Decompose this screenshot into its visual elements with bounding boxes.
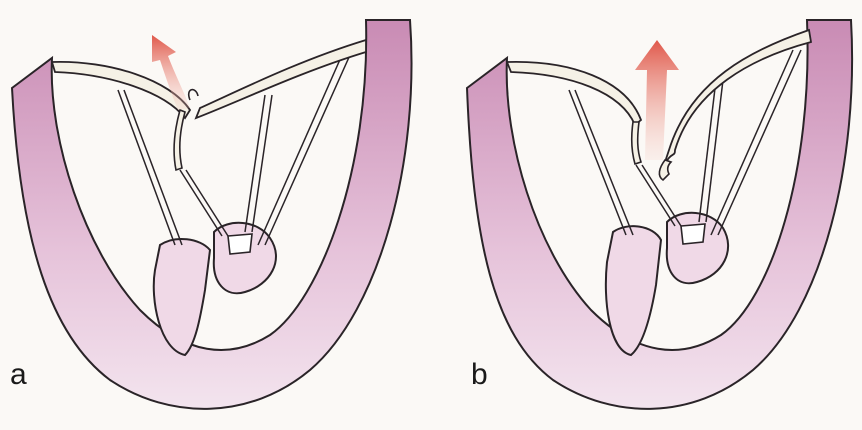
panel-a: a <box>0 0 431 430</box>
panel-b: b <box>431 0 862 430</box>
leaflet-right <box>196 40 366 118</box>
leaflet-left <box>507 62 641 125</box>
ventricle-wall <box>12 20 412 409</box>
heart-diagram-b <box>431 0 862 430</box>
chordae-tendineae <box>569 50 801 235</box>
papillary-muscle-right <box>214 223 276 293</box>
heart-diagram-a <box>0 0 431 430</box>
leaflet-right-tip <box>659 160 671 180</box>
papillary-muscle-left <box>606 226 661 355</box>
panel-label-a: a <box>10 360 27 390</box>
leaflet-left-tip <box>174 110 185 170</box>
leaflet-right <box>663 30 811 168</box>
prolapse-chord <box>189 90 198 100</box>
papillary-muscle-tip <box>681 224 705 244</box>
leaflet-left-tip <box>632 122 641 164</box>
panel-label-b: b <box>471 360 488 390</box>
papillary-muscle-tip <box>228 234 252 254</box>
papillary-muscle-right <box>667 213 728 283</box>
